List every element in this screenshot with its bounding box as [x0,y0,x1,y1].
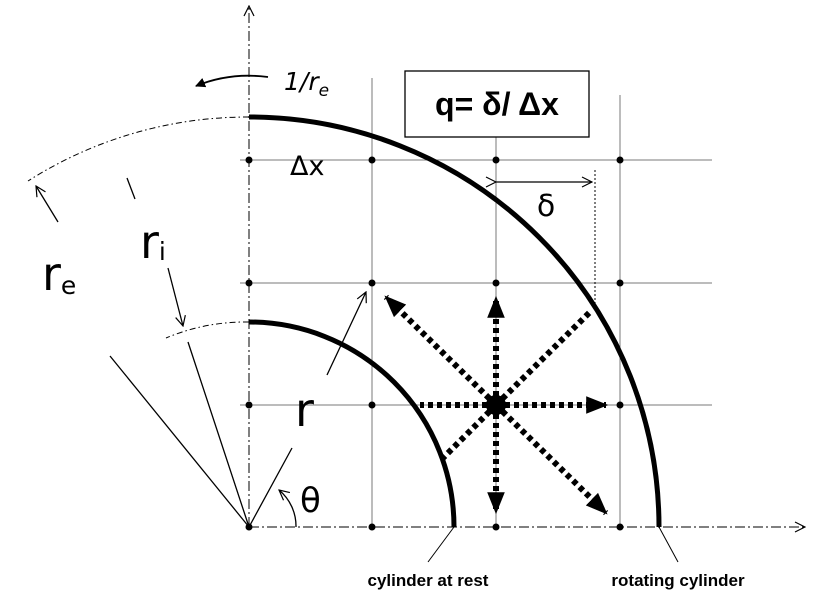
dotted-arrow-icon [383,294,609,516]
rotating-caption-leader [658,526,679,563]
rest-caption-leader [427,526,455,563]
ri-radius-line [187,341,250,528]
rotation-label: 1/re [284,67,329,101]
ri-label-main: r [140,215,159,269]
velocity-arrow-northeast [493,309,593,408]
rotating-cylinder-arc [248,114,662,528]
lattice-node [368,156,376,164]
arc-extensions [27,116,250,339]
rotation-arrow-icon [195,74,269,88]
ri-leader-line [167,267,183,326]
equation-text: q= δ/ Δx [435,86,559,122]
inner-arc-extension [165,321,250,339]
lattice-node [245,279,253,287]
re-radius-line [109,355,250,528]
lattice-node [368,401,376,409]
r-radius-line [248,447,293,528]
caption-rotating-cylinder: rotating cylinder [611,571,745,590]
rotation-label-main: 1/r [284,67,320,96]
velocity-arrow-northwest [383,294,499,408]
re-label: re [42,247,76,301]
center-node [486,395,506,415]
re-leader-line [36,186,59,223]
delta-label: δ [537,189,555,224]
re-label-main: r [42,247,61,301]
lattice-grid [240,78,712,527]
lattice-node [368,523,376,531]
theta-arc-icon [279,490,297,528]
lattice-node [492,156,500,164]
lattice-nodes [245,156,624,531]
cylinder-at-rest-arc [248,319,457,528]
outer-arc-extension [27,116,250,182]
velocity-arrow-southeast [493,402,609,516]
re-label-sub: e [61,271,76,300]
re-tick-mark [126,177,136,200]
lattice-node [616,279,624,287]
dx-label: Δx [290,151,324,182]
r-radius-upper [326,292,366,376]
lattice-node [616,401,624,409]
lattice-node [492,279,500,287]
caption-cylinder-at-rest: cylinder at rest [368,571,489,590]
lattice-node [245,401,253,409]
lattice-node [245,156,253,164]
velocity-arrow-southwest [439,402,499,462]
axes [249,6,805,527]
lattice-node [616,156,624,164]
r-label: r [295,383,314,437]
rotation-label-sub: e [319,81,329,101]
ri-label: ri [140,215,166,269]
lattice-node [368,279,376,287]
lattice-node [616,523,624,531]
lattice-node [492,523,500,531]
equation-box [404,70,590,138]
ri-label-sub: i [159,237,166,266]
theta-label: θ [300,481,321,521]
radius-lines [36,177,366,528]
